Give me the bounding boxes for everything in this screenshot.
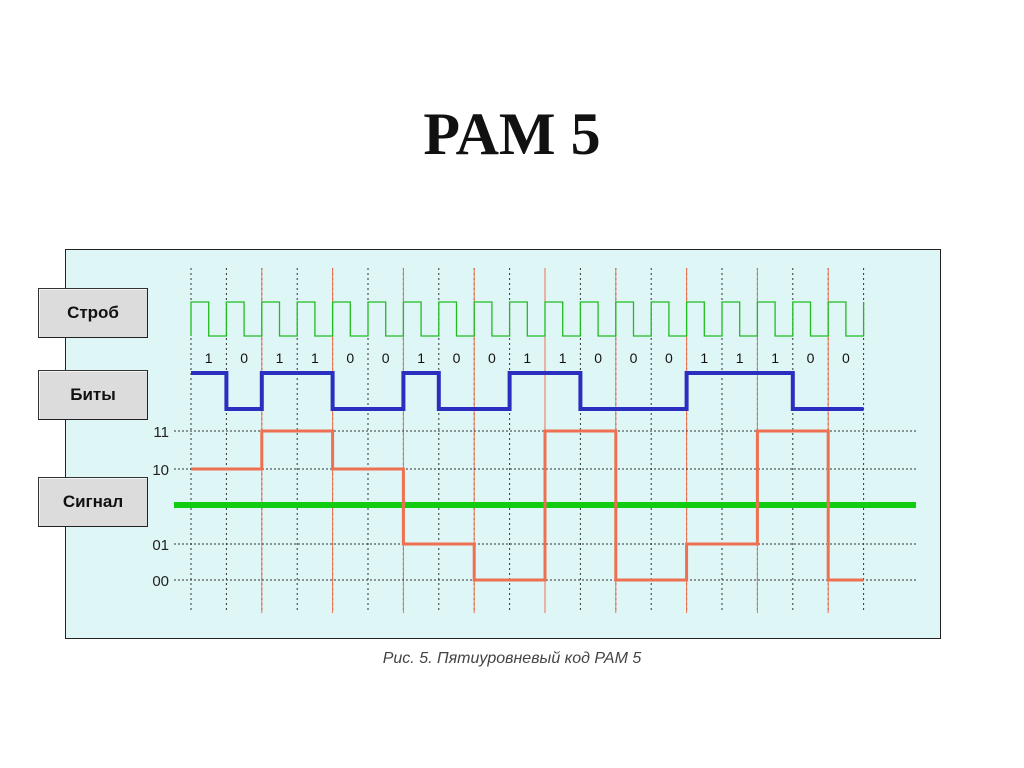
figure-caption: Рис. 5. Пятиуровневый код PAM 5 — [382, 650, 642, 667]
strobe-waveform — [190, 301, 865, 337]
bit-label: 1 — [205, 350, 213, 366]
level-label: 01 — [152, 537, 169, 554]
label-bits: Биты — [38, 370, 148, 420]
bit-label: 1 — [523, 350, 531, 366]
bit-label: 1 — [417, 350, 425, 366]
bit-label: 0 — [453, 350, 461, 366]
bit-label: 1 — [311, 350, 319, 366]
bit-label: 1 — [276, 350, 284, 366]
bit-label: 0 — [382, 350, 390, 366]
bit-label: 0 — [346, 350, 354, 366]
bit-label: 1 — [771, 350, 779, 366]
level-label: 10 — [152, 462, 169, 479]
label-signal: Сигнал — [38, 477, 148, 527]
bit-label: 0 — [240, 350, 248, 366]
bit-label: 0 — [665, 350, 673, 366]
page-title: PAM 5 — [423, 101, 601, 167]
bit-label: 1 — [700, 350, 708, 366]
bit-label: 1 — [559, 350, 567, 366]
bit-label: 1 — [736, 350, 744, 366]
bit-label: 0 — [807, 350, 815, 366]
pam5-signal-waveform — [191, 429, 864, 582]
label-strobe: Строб — [38, 288, 148, 338]
bit-label: 0 — [594, 350, 602, 366]
bit-label: 0 — [630, 350, 638, 366]
level-label: 00 — [152, 573, 169, 590]
level-label: 11 — [153, 424, 169, 441]
bits-waveform — [191, 371, 864, 411]
bit-label: 0 — [842, 350, 850, 366]
bit-label: 0 — [488, 350, 496, 366]
